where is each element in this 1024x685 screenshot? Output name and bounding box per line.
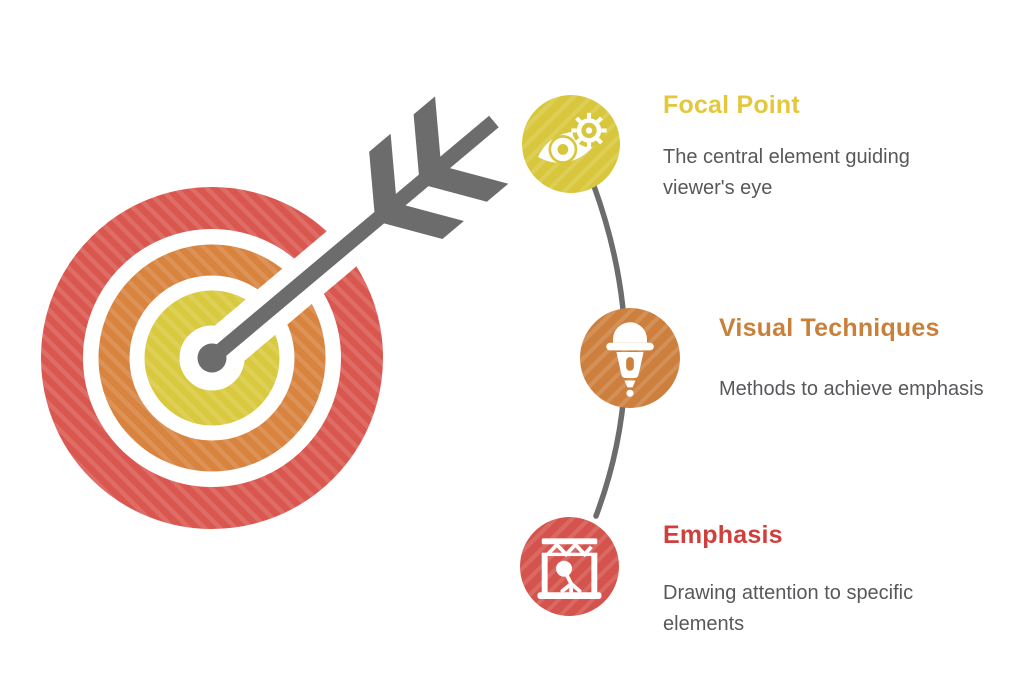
arrow-shaft	[207, 115, 499, 364]
step-focal-point: Focal Point The central element guiding …	[663, 90, 963, 204]
hatch-overlay	[41, 187, 383, 529]
step-description: The central element guiding viewer's eye	[663, 146, 910, 199]
node-circle-focal-point	[522, 95, 620, 193]
step-visual-techniques: Visual Techniques Methods to achieve emp…	[719, 313, 1024, 405]
eye-focus-icon	[538, 112, 607, 164]
step-title: Emphasis	[663, 521, 783, 549]
stage-icon	[537, 537, 602, 599]
node-circle-emphasis	[520, 517, 619, 616]
step-title: Visual Techniques	[719, 314, 940, 342]
node-circle-visual-techniques	[580, 308, 680, 408]
step-description: Drawing attention to specific elements	[663, 582, 914, 635]
step-title: Focal Point	[663, 91, 800, 119]
arrow-fletching	[383, 205, 464, 240]
arrow-tip-dot	[197, 343, 227, 373]
arrow-fletching	[413, 96, 441, 176]
hatch-overlay	[98, 244, 326, 472]
arrow-graphic	[197, 96, 509, 373]
arrow-fletching	[369, 133, 396, 213]
microphone-icon	[606, 322, 654, 397]
arrow-fletching	[427, 167, 509, 202]
hatch-overlay	[144, 290, 280, 426]
step-description: Methods to achieve emphasis	[719, 378, 984, 400]
step-emphasis: Emphasis Drawing attention to specific e…	[663, 520, 963, 640]
